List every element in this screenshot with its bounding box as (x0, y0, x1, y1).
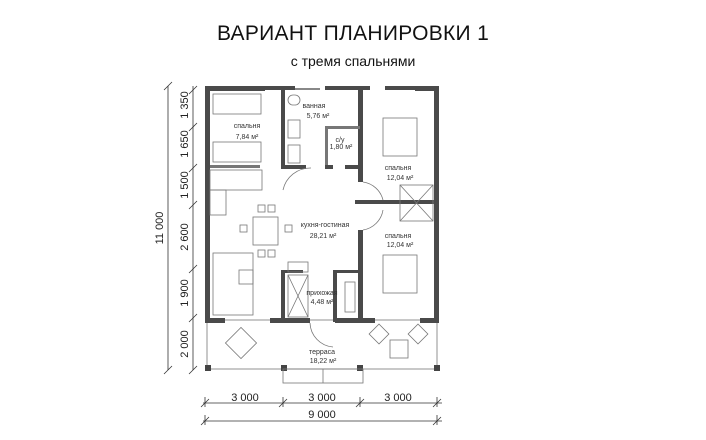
left-dimensions (163, 81, 198, 375)
room-name: терраса (309, 349, 335, 356)
room-labels: спальня 7,84 м² ванная 5,76 м² с/у 1,80 … (234, 103, 414, 365)
room-area: 1,80 м² (330, 144, 353, 151)
room-name: спальня (385, 233, 412, 240)
furniture (209, 93, 434, 360)
dimension-label: 1 900 (179, 279, 191, 307)
dimension-label: 2 600 (179, 223, 191, 251)
walls (205, 86, 439, 323)
plan-subtitle: с тремя спальнями (290, 53, 416, 69)
dimension-label: 3 000 (308, 392, 336, 404)
terrace (205, 319, 440, 384)
dimension-label: 1 350 (179, 91, 191, 119)
room-area: 7,84 м² (236, 134, 259, 141)
room-name: с/у (336, 137, 345, 144)
dimension-label: 2 000 (179, 330, 191, 358)
room-area: 4,48 м² (311, 299, 334, 306)
room-area: 18,22 м² (310, 358, 337, 365)
dimension-label: 3 000 (384, 392, 412, 404)
dimension-label: 1 650 (179, 130, 191, 158)
room-area: 12,04 м² (387, 175, 414, 182)
room-name: ванная (303, 103, 326, 110)
bottom-dimensions (200, 397, 442, 426)
room-name: кухня-гостиная (301, 222, 350, 229)
room-area: 28,21 м² (310, 233, 337, 240)
dimension-total: 9 000 (308, 409, 336, 421)
room-name: прихожая (306, 290, 337, 297)
room-area: 12,04 м² (387, 242, 414, 249)
dimension-label: 1 500 (179, 171, 191, 199)
bottom-dimension-labels: 3 000 3 000 3 000 9 000 (231, 392, 412, 421)
dimension-total: 11 000 (154, 212, 166, 245)
room-name: спальня (385, 165, 412, 172)
room-area: 5,76 м² (307, 113, 330, 120)
room-name: спальня (234, 123, 261, 130)
dimension-label: 3 000 (231, 392, 259, 404)
left-dimension-labels: 1 350 1 650 1 500 2 600 1 900 2 000 11 0… (154, 91, 191, 358)
plan-title: ВАРИАНТ ПЛАНИРОВКИ 1 (216, 22, 490, 45)
